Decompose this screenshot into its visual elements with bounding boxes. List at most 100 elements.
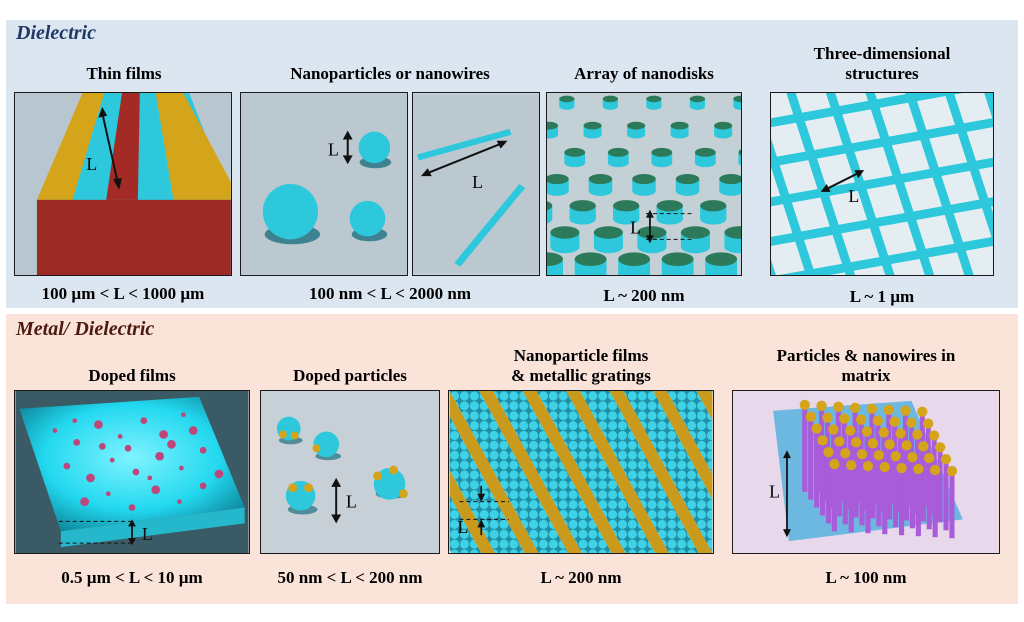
dopant-dot — [72, 418, 78, 424]
glowing-film — [19, 396, 245, 532]
gold-cap — [856, 449, 868, 460]
nanodisk-side — [694, 152, 716, 163]
gold-dopant — [304, 483, 313, 493]
np-films-title-line2: & metallic gratings — [511, 366, 651, 385]
nanodisk-bottom — [547, 130, 559, 139]
nanowire-rod — [893, 456, 899, 528]
nanowire-rod — [865, 466, 871, 534]
dimension-label: L — [848, 186, 859, 206]
lattice-rod — [779, 236, 993, 275]
gold-dopant — [312, 444, 321, 453]
gold-cap — [834, 436, 845, 447]
nanodisk-side — [547, 205, 553, 219]
nanodisk-bottom — [618, 268, 651, 275]
gold-dopant — [288, 483, 298, 493]
nanodisk-bottom — [559, 103, 575, 110]
medium-nanoparticle — [349, 200, 386, 237]
nanodisk-bottom — [646, 103, 662, 110]
nanoparticle-film-stripe — [536, 391, 656, 553]
nanodisk-bottom — [613, 213, 640, 225]
nanodisk-top — [689, 95, 706, 103]
gold-cap — [805, 411, 816, 422]
arrowhead — [331, 514, 342, 524]
doped-films-panel: L — [14, 390, 250, 554]
nanowire-rod — [876, 455, 882, 527]
gold-dopant — [389, 465, 398, 475]
arrowhead — [496, 140, 508, 149]
gold-cap — [934, 442, 946, 453]
gold-dopant — [373, 471, 383, 481]
arrowhead — [783, 529, 791, 538]
nanodisk-top — [719, 174, 741, 185]
doped-particles-panel: L — [260, 390, 440, 554]
metal-dielectric-section-title: Metal/ Dielectric — [16, 318, 155, 340]
nanodisk-top — [547, 252, 563, 266]
gold-cap — [946, 465, 958, 477]
three-d-title-line2: structures — [845, 64, 919, 83]
nanodisk-top — [593, 226, 623, 239]
nanodisk-side — [646, 98, 662, 107]
nanodisk-side — [583, 125, 602, 135]
thin-films-title: Thin films — [86, 64, 162, 83]
nanodisk-bottom — [689, 103, 706, 110]
nanodisk-top — [651, 147, 673, 157]
dopant-dot — [177, 499, 182, 505]
matrix-title-line1: Particles & nanowires in — [776, 346, 956, 365]
nanodisk-bottom — [574, 268, 607, 275]
nanodisk-top — [675, 174, 700, 185]
lattice-rod — [771, 157, 993, 207]
nanowire-diagonal — [454, 184, 526, 267]
nanowire-horizontal — [416, 128, 512, 161]
nanodisk-bottom — [738, 159, 741, 166]
nanodisk-side — [670, 125, 689, 135]
nanowire-rod — [915, 469, 921, 537]
gold-cap — [799, 399, 810, 410]
gold-cap — [930, 464, 941, 476]
gold-cap — [878, 427, 889, 438]
dopant-dot — [52, 428, 58, 433]
gold-dopant — [290, 431, 299, 440]
nanodisk-side — [689, 98, 706, 107]
dopant-dot — [199, 482, 207, 490]
film-edge — [60, 507, 245, 548]
nanodisk-side — [675, 179, 700, 191]
brick-stripe-middle — [106, 93, 140, 200]
panel-background — [241, 93, 407, 275]
nanowire-rod — [831, 464, 837, 532]
gold-cap — [817, 435, 828, 446]
nanowire-rod — [870, 443, 876, 519]
nanodisk-top — [607, 147, 629, 157]
gold-stripe-right — [155, 93, 231, 200]
nanodisk-bottom — [675, 185, 700, 196]
dopant-dot — [86, 473, 95, 483]
nanowire-rod — [825, 452, 832, 524]
gold-cap — [816, 400, 827, 411]
gold-grating — [479, 391, 582, 553]
nanodisk-side — [547, 179, 569, 191]
nanodisks-range: L ~ 200 nm — [603, 286, 685, 305]
np-films-range: L ~ 200 nm — [540, 568, 622, 587]
nanodisk-top — [700, 200, 727, 212]
substrate-front — [36, 199, 231, 275]
nanowire-rod — [932, 470, 938, 538]
nanodisk-top — [724, 226, 741, 239]
dopant-dot — [105, 491, 111, 497]
nanodisk-bottom — [724, 240, 741, 254]
dimension-label: L — [472, 172, 483, 192]
nanodisk-bottom — [656, 213, 683, 225]
nanodisk-side — [588, 179, 613, 191]
nanodisk-bottom — [670, 130, 689, 139]
nanowire-rod — [926, 458, 932, 530]
arrowhead — [342, 155, 353, 165]
dopant-dot — [73, 439, 81, 446]
gold-cap — [850, 437, 862, 448]
nanodisk-bottom — [719, 185, 741, 196]
nanodisk-bottom — [632, 185, 656, 196]
nanowire-rod — [937, 447, 943, 523]
gold-cap — [912, 429, 923, 440]
nanodisk-bottom — [588, 185, 613, 196]
nanodisk-top — [637, 226, 667, 239]
nanodisk-bottom — [550, 240, 580, 254]
nanoparticle-film-stripe — [449, 495, 482, 553]
nanowire-rod — [848, 465, 854, 533]
